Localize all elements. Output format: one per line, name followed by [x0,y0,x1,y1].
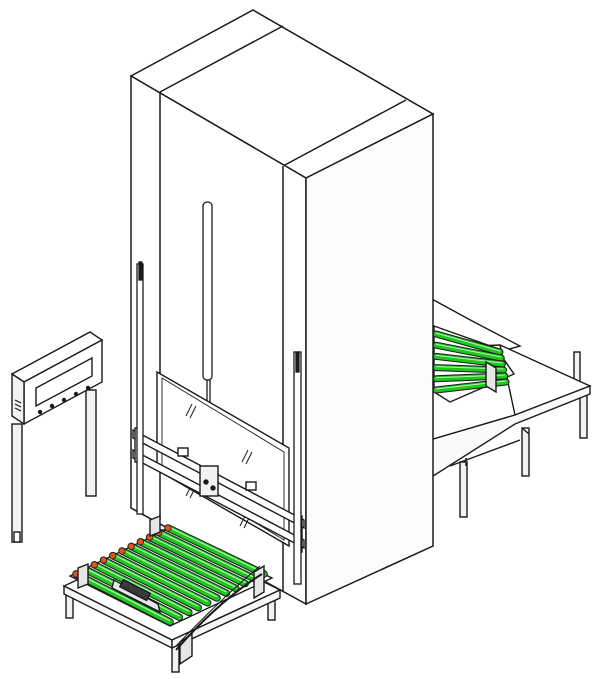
control-panel-vents [14,399,22,412]
cabinet-guide-posts [136,261,302,585]
panel-button [85,385,91,391]
front-roller [155,528,259,583]
front-roller [127,542,231,597]
rear-roller [432,341,505,362]
front-roller [145,533,249,588]
front-roller [136,538,240,593]
cabinet-side [305,112,434,606]
front-roller [164,524,268,578]
front-roller [109,551,212,607]
rear-roller [432,352,506,368]
front-roller [72,570,174,626]
front-roller-conveyor [62,514,282,673]
front-roller [99,556,202,612]
panel-button [73,391,79,397]
control-panel [10,331,104,543]
rear-roller-bed [432,325,516,403]
panel-button [49,403,55,409]
control-panel-buttons [37,385,91,415]
control-panel-display [35,356,93,408]
rear-roller-platform [429,296,592,518]
panel-button [61,397,67,403]
front-roller [118,547,221,602]
rear-roller [432,330,504,356]
conveyor-stops [77,514,265,666]
panel-button [37,409,43,415]
